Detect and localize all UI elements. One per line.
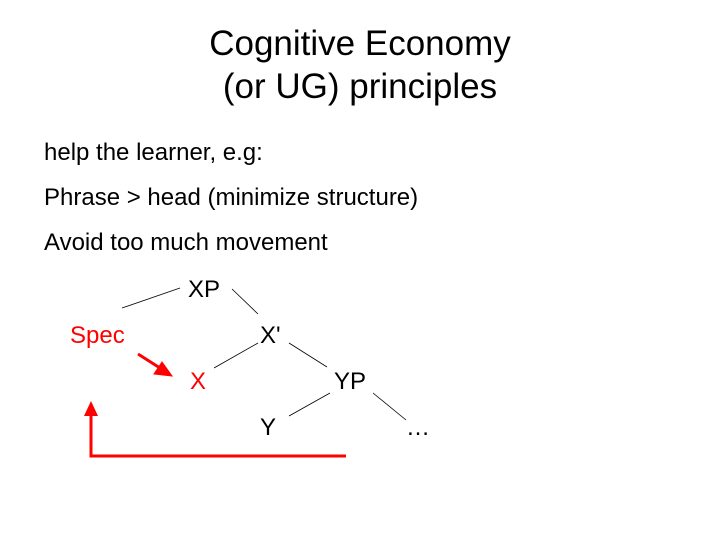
branch-yp-ellipsis xyxy=(372,392,407,421)
movement-arrowhead-up xyxy=(84,401,98,416)
slide-title: Cognitive Economy (or UG) principles xyxy=(0,22,720,108)
node-spec: Spec xyxy=(70,322,125,349)
branch-xbar-x xyxy=(213,342,259,369)
node-ellipsis: … xyxy=(406,414,430,441)
text-avoid-movement: Avoid too much movement xyxy=(44,229,328,256)
title-line-2: (or UG) principles xyxy=(222,67,498,106)
branch-yp-y xyxy=(288,392,331,417)
branch-xbar-yp xyxy=(288,342,328,368)
movement-arrow-spec xyxy=(137,352,174,377)
branch-xp-xbar xyxy=(231,288,259,315)
text-help-learner: help the learner, e.g: xyxy=(44,139,263,166)
title-line-1: Cognitive Economy xyxy=(209,24,511,63)
branch-xp-spec xyxy=(121,287,181,309)
text-phrase-head: Phrase > head (minimize structure) xyxy=(44,184,419,211)
node-x-bar: X' xyxy=(260,322,281,349)
node-yp: YP xyxy=(334,368,367,395)
movement-path-bracket xyxy=(89,414,346,458)
node-x: X xyxy=(190,368,207,395)
node-xp: XP xyxy=(188,276,221,303)
node-y: Y xyxy=(260,414,277,441)
